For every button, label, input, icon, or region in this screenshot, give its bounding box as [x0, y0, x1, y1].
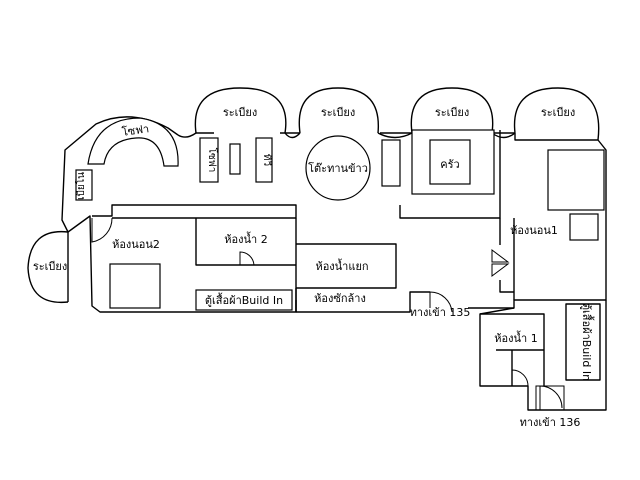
coffee-table-shape	[229, 143, 241, 175]
daybed-shape	[75, 169, 93, 201]
entrance-135-label: ทางเข้า 135	[410, 306, 471, 319]
laundry-room-label: ห้องซักล้าง	[314, 292, 366, 305]
bedroom-1-label: ห้องนอน1	[510, 224, 558, 237]
shower-room-label: ห้องน้ำแยก	[315, 258, 368, 273]
sofa-curve-shape	[87, 117, 179, 167]
tv-label: ทีวี	[261, 154, 273, 166]
kitchen-label: ครัว	[440, 158, 459, 171]
bed-1-shape	[547, 149, 605, 211]
closet-2-shape	[195, 289, 293, 311]
bathroom-2-label: ห้องน้ำ 2	[224, 231, 267, 246]
closet-1-label: ตู้เสื้อผ้าBuild In	[580, 303, 595, 381]
balcony-4-label: ระเบียง	[541, 106, 575, 119]
furniture	[75, 117, 605, 311]
sofa-curve-label: โซฟา	[121, 121, 150, 139]
balcony-3-outline	[410, 87, 494, 134]
doors	[91, 217, 565, 411]
balcony-1-outline	[194, 87, 287, 134]
balcony-2-outline	[298, 87, 379, 134]
bathroom-1-label: ห้องน้ำ 1	[494, 330, 537, 345]
balcony-left-outline	[27, 230, 69, 304]
daybed-label: เบียโน	[74, 172, 87, 200]
balconies	[27, 87, 600, 304]
entrance-136-label: ทางเข้า 136	[520, 416, 581, 429]
dining-table-shape	[305, 135, 371, 201]
balcony-1-label: ระเบียง	[223, 106, 257, 119]
counter-shape	[381, 139, 401, 187]
bedroom-2-label: ห้องนอน2	[112, 238, 160, 251]
sofa-2-shape	[199, 137, 219, 183]
interior-walls	[92, 130, 601, 386]
balcony-3-label: ระเบียง	[435, 106, 469, 119]
bed-2-shape	[109, 263, 161, 309]
balcony-4-outline	[513, 87, 600, 141]
balcony-2-label: ระเบียง	[321, 106, 355, 119]
sofa-2-label: โซฟา	[206, 148, 219, 173]
dining-table-label: โต๊ะทานข้าว	[308, 161, 368, 175]
tv-shape	[255, 137, 273, 183]
closet-2-label: ตู้เสื้อผ้าBuild In	[205, 292, 283, 307]
balcony-left-label: ระเบียง	[33, 260, 67, 273]
labels: ระเบียง ระเบียง ระเบียง ระเบียง ระเบียง …	[33, 106, 595, 429]
